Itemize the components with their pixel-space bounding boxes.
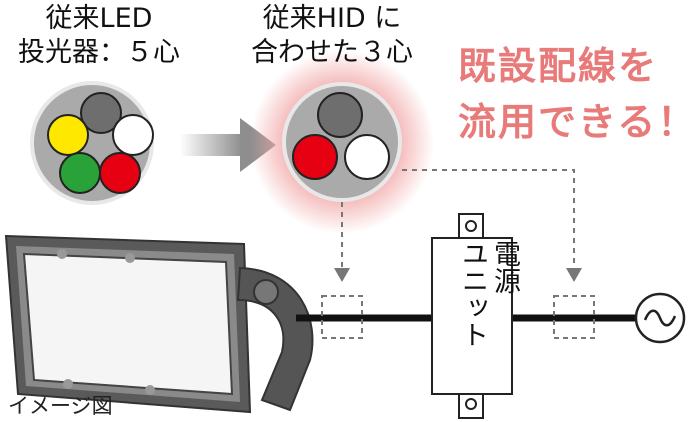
ac-sine-icon: [634, 292, 686, 344]
conductor-red: [292, 134, 338, 180]
conductor-yellow: [47, 114, 89, 156]
floodlight: [4, 234, 314, 414]
conductor-green: [59, 152, 101, 194]
conventional-hid-label: 従来HID に合わせた３心: [251, 3, 413, 68]
power-unit-label: 電源ユニット: [457, 240, 520, 348]
power-unit: [431, 213, 513, 419]
conductor-gray: [317, 92, 363, 138]
cable-cross-section-3-core: [250, 50, 434, 234]
conductor-red: [99, 152, 141, 194]
conductor-white: [344, 134, 390, 180]
junction-marker-left: [321, 295, 363, 339]
junction-marker-right: [553, 295, 595, 339]
pointer-arrowhead: [334, 268, 350, 282]
pointer-arrowhead: [566, 268, 582, 282]
cable-cross-section-5-core: [30, 81, 154, 205]
image-caption: イメージ図: [8, 394, 113, 418]
headline: 既設配線を流用できる！: [458, 44, 698, 144]
conductor-white: [112, 114, 154, 156]
pointer-lines: [341, 169, 575, 270]
conductor-gray: [80, 92, 122, 134]
